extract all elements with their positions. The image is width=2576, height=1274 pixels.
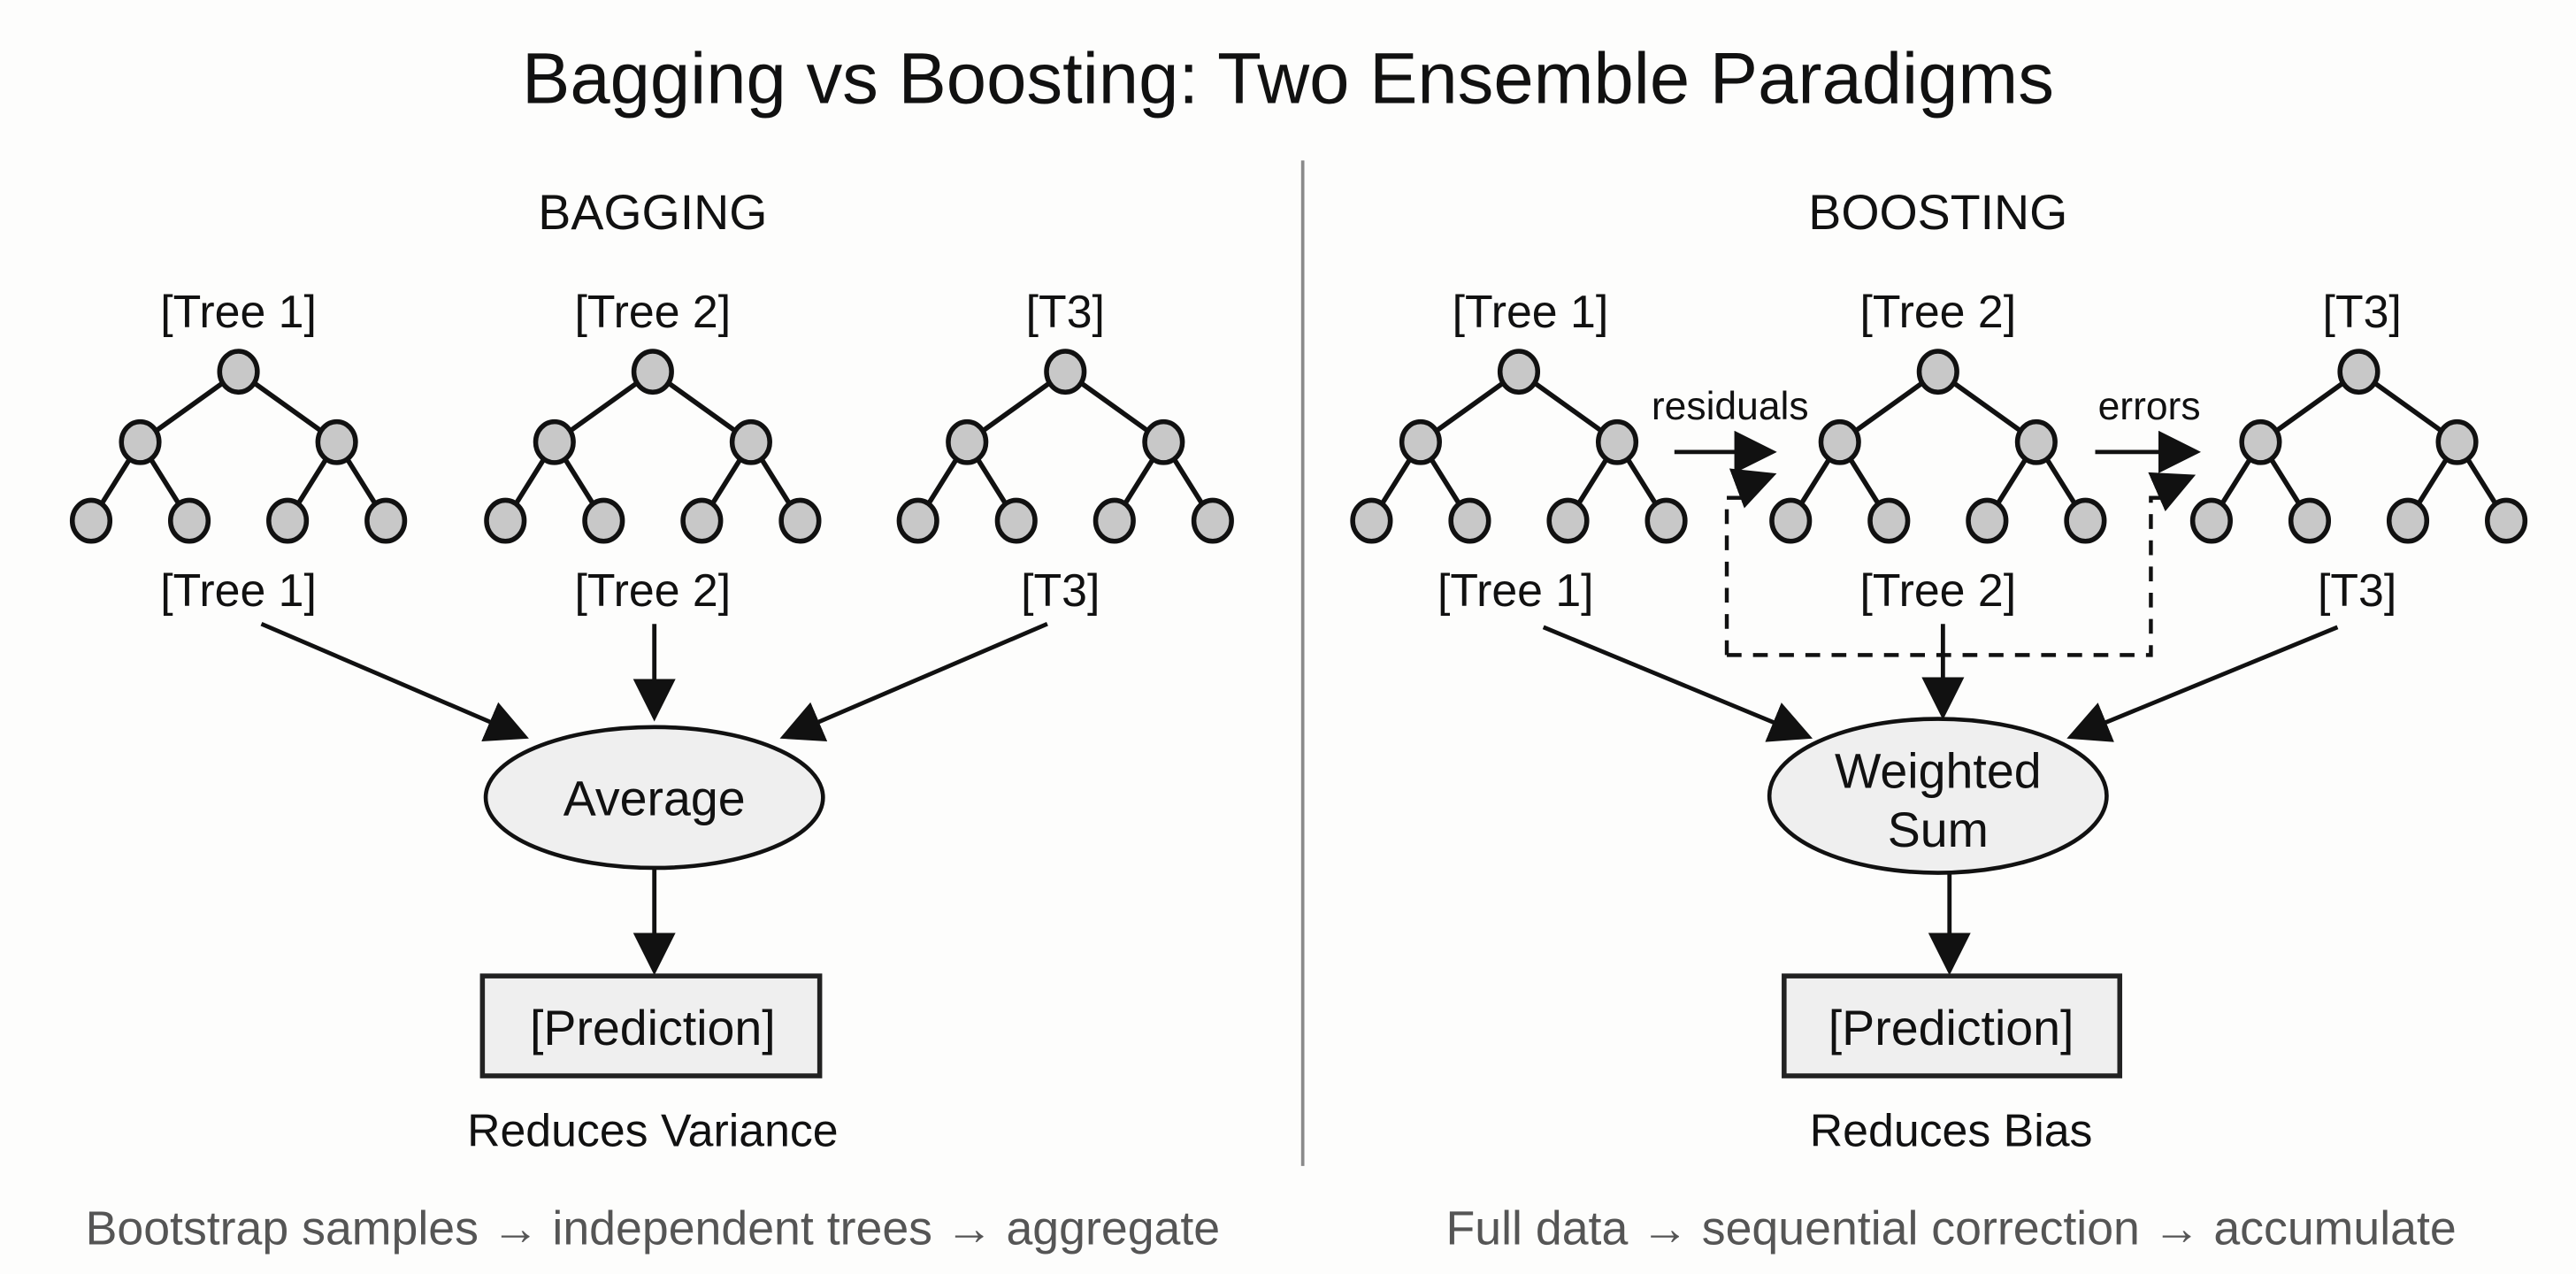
tree-node-right [1142,418,1185,465]
tree-node-left [2239,418,2282,465]
bagging-effect: Reduces Variance [467,1105,839,1156]
tree-node-leaf-1 [2189,497,2233,544]
bagging-heading: BAGGING [538,185,767,240]
bagging-prediction-box [479,973,823,1078]
tree-node-root [1497,349,1541,395]
feedback-arrow-into-tree2 [1729,468,1777,509]
tree-node-left [946,418,989,465]
bagging-panel: BAGGING [Tree 1] [Tree 2] [T3] [Tree 1] … [69,185,1234,1255]
boosting-prediction-label: [Prediction] [1828,1001,2074,1055]
tree-node-left [1818,418,1861,465]
errors-label: errors [2098,385,2201,428]
boosting-summary: Full data → sequential correction → accu… [1445,1202,2456,1255]
tree-node-right [1595,418,1639,465]
tree-node-leaf-1 [484,497,527,544]
bagging-tree-3-label: [T3] [1026,286,1105,337]
bagging-tree-2-icon [484,349,822,544]
bagging-prediction-label: [Prediction] [530,1001,776,1055]
weighted-sum-label-line2: Sum [1888,802,1989,857]
boosting-arrow-tree1-to-sum [1542,625,1813,742]
average-node [483,725,825,871]
tree-node-leaf-4 [364,497,408,544]
tree-node-leaf-3 [266,497,310,544]
tree-node-leaf-4 [1191,497,1234,544]
tree-node-root [631,349,674,395]
boosting-prediction-box [1782,973,2123,1078]
feedback-dashed-left [1724,495,1750,656]
boosting-tree-1-label: [Tree 1] [1453,286,1609,337]
tree-node-leaf-3 [680,497,724,544]
tree-node-leaf-2 [582,497,625,544]
tree-node-leaf-2 [2288,497,2332,544]
tree-node-leaf-4 [2064,497,2107,544]
tree-node-leaf-2 [994,497,1038,544]
boosting-tree-1-output-label: [Tree 1] [1438,564,1594,616]
bagging-tree-2-output-label: [Tree 2] [575,564,732,616]
tree-node-leaf-3 [2386,497,2430,544]
tree-node-leaf-2 [1867,497,1911,544]
boosting-arrow-tree3-to-sum [2066,625,2339,742]
boosting-heading: BOOSTING [1808,185,2067,240]
boosting-tree-1-icon [1350,349,1688,544]
feedback-arrow-into-tree3 [2148,472,2196,512]
tree-node-leaf-2 [167,497,211,544]
bagging-tree-1-icon [69,349,408,544]
bagging-tree-1-label: [Tree 1] [160,286,317,337]
tree-node-leaf-1 [1769,497,1813,544]
bagging-tree-2-label: [Tree 2] [575,286,732,337]
diagram-title: Bagging vs Boosting: Two Ensemble Paradi… [522,39,2054,119]
tree-node-right [2014,418,2058,465]
boosting-tree-2-icon [1769,349,2107,544]
tree-node-right [315,418,358,465]
boosting-tree-3-label: [T3] [2323,286,2402,337]
bagging-arrow-tree3-to-average [779,621,1048,741]
tree-node-leaf-4 [2485,497,2528,544]
tree-node-leaf-4 [1644,497,1688,544]
bagging-tree-1-output-label: [Tree 1] [160,564,317,616]
tree-node-right [2435,418,2479,465]
bagging-tree-3-output-label: [T3] [1021,564,1100,616]
tree-node-leaf-2 [1448,497,1491,544]
tree-node-root [217,349,260,395]
weighted-sum-node [1767,717,2109,875]
weighted-sum-label-line1: Weighted [1835,743,2042,798]
tree-node-left [1399,418,1442,465]
tree-node-leaf-3 [1546,497,1590,544]
boosting-effect: Reduces Bias [1810,1105,2093,1156]
tree-node-left [533,418,576,465]
boosting-tree-3-output-label: [T3] [2318,564,2396,616]
tree-node-root [1044,349,1087,395]
bagging-summary: Bootstrap samples → independent trees → … [86,1202,1221,1255]
average-label: Average [564,771,746,826]
residuals-label: residuals [1652,385,1809,428]
tree-node-leaf-1 [69,497,113,544]
tree-node-left [119,418,162,465]
tree-node-root [1916,349,1959,395]
boosting-tree-2-output-label: [Tree 2] [1859,564,2016,616]
boosting-tree-2-label: [Tree 2] [1859,286,2016,337]
tree-node-leaf-1 [896,497,939,544]
tree-node-leaf-3 [1092,497,1136,544]
bagging-tree-3-icon [896,349,1234,544]
bagging-arrow-tree1-to-average [260,621,529,741]
tree-node-leaf-1 [1350,497,1393,544]
tree-node-root [2337,349,2380,395]
tree-node-leaf-4 [778,497,822,544]
tree-node-leaf-3 [1966,497,2009,544]
boosting-panel: BOOSTING [Tree 1] [Tree 2] [T3] residual… [1350,185,2528,1255]
tree-node-right [729,418,772,465]
boosting-tree-3-icon [2189,349,2528,544]
